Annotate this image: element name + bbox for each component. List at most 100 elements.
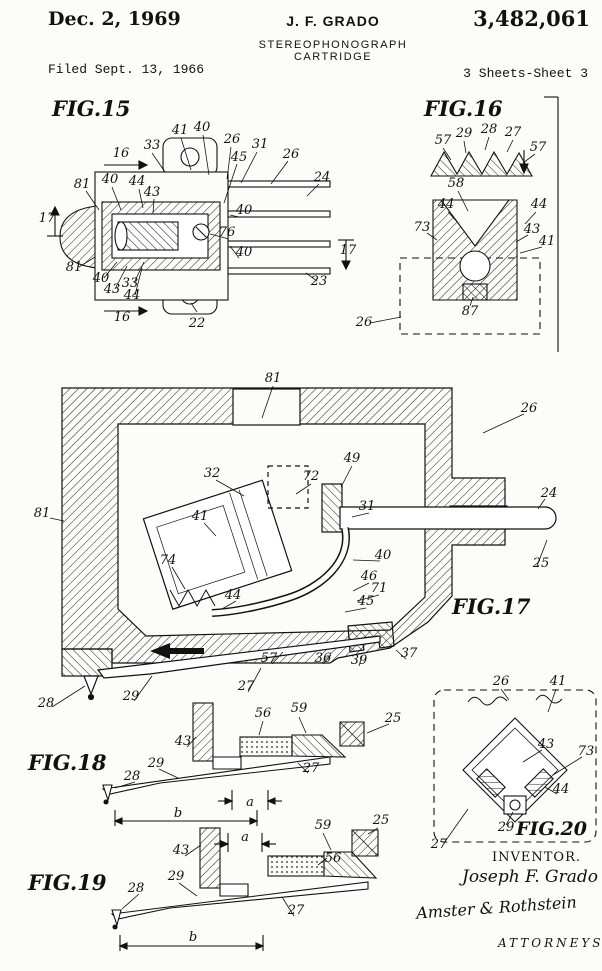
- ref-label: 22: [188, 316, 206, 331]
- ref-label: 59: [291, 701, 308, 716]
- fig20-title: FIG.20: [516, 818, 587, 840]
- ref-label: 57: [530, 140, 547, 155]
- ref-label: 87: [462, 304, 479, 319]
- ref-label: b: [189, 930, 197, 945]
- ref-label: 31: [359, 499, 376, 514]
- ref-label: 31: [252, 137, 269, 152]
- ref-label: 26: [520, 401, 538, 416]
- ref-label: 29: [147, 756, 165, 771]
- ref-label: 27: [302, 761, 320, 776]
- ref-label: 81: [66, 260, 83, 275]
- ref-label: 26: [492, 674, 510, 689]
- ref-label: 56: [325, 851, 342, 866]
- ref-label: 32: [204, 466, 221, 481]
- ref-label: 58: [448, 176, 465, 191]
- fig16-ref-labels: 57 29 28 27 57 58 44 44 73 43 41 87 26: [355, 122, 556, 330]
- ref-label: 81: [74, 177, 91, 192]
- fig20-linework: [433, 688, 597, 844]
- ref-label: 16: [113, 146, 130, 161]
- fig15-linework: [47, 134, 354, 316]
- ref-label: 41: [549, 674, 567, 689]
- patent-number: 3,482,061: [473, 6, 590, 31]
- ref-label: 28: [123, 769, 141, 784]
- ref-label: 29: [122, 689, 140, 704]
- ref-label: 28: [127, 881, 145, 896]
- fig18-title: FIG.18: [28, 750, 107, 775]
- ref-label: 29: [455, 126, 473, 141]
- fig16-title: FIG.16: [424, 96, 503, 121]
- ref-label: 37: [401, 646, 418, 661]
- ref-label: 81: [34, 506, 51, 521]
- ref-label: 27: [237, 679, 255, 694]
- ref-label: 24: [540, 486, 558, 501]
- ref-label: 33: [144, 138, 161, 153]
- ref-label: 29: [167, 869, 185, 884]
- ref-label: 17: [39, 211, 56, 226]
- ref-label: 26: [223, 132, 241, 147]
- ref-label: 27: [430, 837, 448, 852]
- ref-label: a: [246, 795, 254, 810]
- fig16-linework: [369, 96, 559, 352]
- ref-label: 44: [224, 588, 242, 603]
- ref-label: 73: [578, 744, 595, 759]
- inventor-signature: Joseph F. Grado: [462, 867, 598, 887]
- ref-label: 44: [123, 288, 141, 303]
- ref-label: 46: [360, 569, 378, 584]
- fig19-ref-labels: 59 25 43 56 28 29 27 a b: [127, 813, 390, 945]
- ref-label: b: [174, 806, 182, 821]
- filed-date: Filed Sept. 13, 1966: [48, 62, 205, 77]
- ref-label: 25: [532, 556, 550, 571]
- ref-label: 16: [114, 310, 131, 325]
- ref-label: 57: [261, 651, 278, 666]
- ref-label: 40: [374, 548, 392, 563]
- fig17-linework: [49, 385, 557, 708]
- ref-label: 36: [315, 651, 332, 666]
- ref-label: 23: [310, 274, 328, 289]
- ref-label: 56: [255, 706, 272, 721]
- ref-label: 40: [101, 172, 119, 187]
- ref-label: 45: [230, 150, 248, 165]
- fig18-ref-labels: 56 59 43 25 29 28 27 a b: [123, 701, 402, 821]
- patent-date: Dec. 2, 1969: [48, 8, 181, 30]
- header-center: J. F. GRADO STEREOPHONOGRAPH CARTRIDGE: [226, 13, 440, 63]
- fig15-title: FIG.15: [52, 96, 131, 121]
- ref-label: 40: [235, 203, 253, 218]
- fig18-linework: [101, 702, 390, 826]
- ref-label: 41: [171, 123, 189, 138]
- ref-label: 49: [343, 451, 361, 466]
- sheet-label: 3 Sheets-Sheet 3: [463, 66, 588, 81]
- ref-label: 44: [128, 174, 146, 189]
- ref-label: 24: [313, 170, 331, 185]
- ref-label: 41: [191, 509, 209, 524]
- ref-label: 39: [351, 653, 368, 668]
- ref-label: 43: [103, 282, 121, 297]
- ref-label: 27: [287, 903, 305, 918]
- ref-label: 29: [497, 820, 515, 835]
- ref-label: 45: [357, 594, 375, 609]
- invention-title: STEREOPHONOGRAPH CARTRIDGE: [258, 39, 408, 63]
- ref-label: 41: [538, 234, 556, 249]
- ref-label: 81: [265, 371, 282, 386]
- fig19-title: FIG.19: [28, 870, 107, 895]
- fig17-ref-labels: 81 26 32 72 49 31 24 81 41 40 25 74 44 4…: [34, 371, 558, 711]
- ref-label: 33: [122, 276, 139, 291]
- ref-label: a: [241, 830, 249, 845]
- inventor-name-header: J. F. GRADO: [286, 13, 380, 29]
- ref-label: 76: [219, 225, 236, 240]
- ref-label: 43: [143, 185, 161, 200]
- fig20-ref-labels: 26 41 43 73 44 29 27: [430, 674, 595, 852]
- ref-label: 40: [193, 120, 211, 135]
- ref-label: 72: [303, 469, 320, 484]
- ref-label: 73: [414, 220, 431, 235]
- ref-label: 26: [282, 147, 300, 162]
- ref-label: 43: [174, 734, 192, 749]
- ref-label: 26: [355, 315, 373, 330]
- ref-label: 28: [480, 122, 498, 137]
- ref-label: 40: [235, 245, 253, 260]
- ref-label: 74: [160, 553, 177, 568]
- ref-label: 43: [523, 222, 541, 237]
- ref-label: 57: [435, 133, 452, 148]
- ref-label: 44: [437, 197, 455, 212]
